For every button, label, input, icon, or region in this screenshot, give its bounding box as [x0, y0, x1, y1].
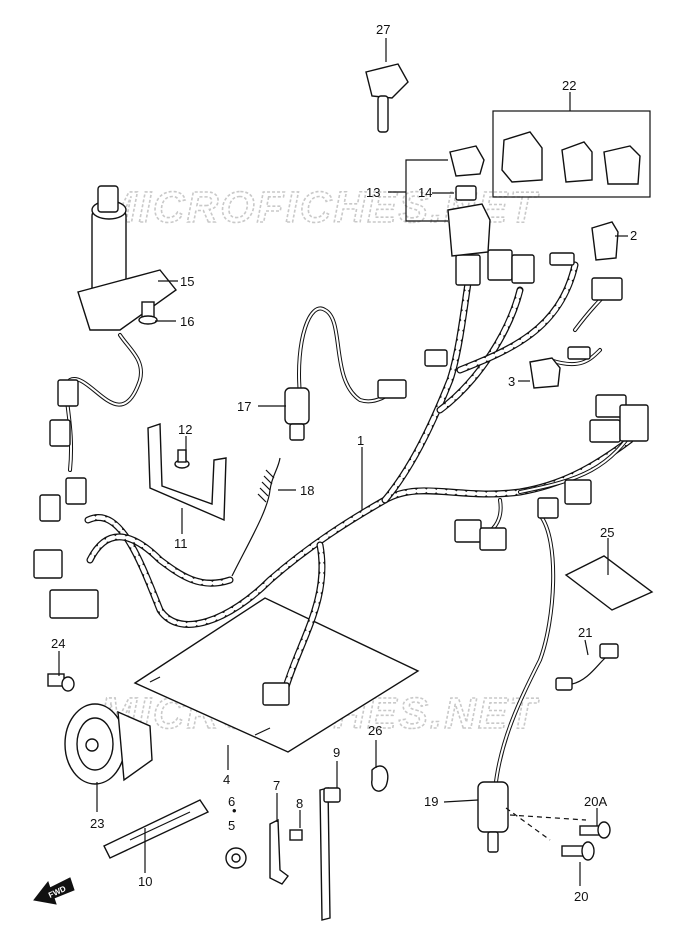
- callout-10: 10: [138, 874, 152, 889]
- callout-26: 26: [368, 723, 382, 738]
- part-19-sensor: [477, 781, 587, 853]
- callout-20: 20: [574, 889, 588, 904]
- leader-lines: [58, 38, 628, 886]
- fwd-label: FWD: [47, 884, 68, 900]
- callout-separator-dot: •: [232, 803, 237, 818]
- callout-24: 24: [51, 636, 65, 651]
- part-26-clip: [371, 765, 389, 792]
- callout-5: 5: [228, 818, 235, 833]
- part-25-plate: [564, 555, 654, 611]
- callout-7: 7: [273, 778, 280, 793]
- callout-23: 23: [90, 816, 104, 831]
- fwd-arrow-icon: FWD: [33, 877, 75, 905]
- part-9-cable-tie: [319, 787, 341, 921]
- part-16-bolt: [138, 301, 158, 325]
- part-10-strap: [103, 799, 210, 859]
- callout-19: 19: [424, 794, 438, 809]
- callout-17: 17: [237, 399, 251, 414]
- callouts: 27 22 13 14 2 3 15 16 17 18 1 12 11 4 25…: [51, 22, 637, 904]
- part-18-spring: [231, 457, 281, 577]
- part-20-bolt: [561, 841, 595, 861]
- callout-15: 15: [180, 274, 194, 289]
- callout-8: 8: [296, 796, 303, 811]
- part-13-fuse-holder: [405, 145, 491, 257]
- callout-16: 16: [180, 314, 194, 329]
- callout-12: 12: [178, 422, 192, 437]
- part-5-clip: [225, 847, 247, 869]
- part-24-bolt: [47, 673, 75, 692]
- harness-connectors: [33, 249, 649, 706]
- part-4-sheet: [133, 597, 420, 753]
- callout-27: 27: [376, 22, 390, 37]
- callout-21: 21: [578, 625, 592, 640]
- part-22-fuse-boxes: [492, 110, 651, 198]
- part-15-ignition-switch: [77, 185, 178, 331]
- part-17-switch: [284, 387, 310, 441]
- part-11-bracket: [147, 423, 227, 522]
- callout-6: 6: [228, 794, 235, 809]
- callout-3: 3: [508, 374, 515, 389]
- callout-20a: 20A: [584, 794, 607, 809]
- callout-25: 25: [600, 525, 614, 540]
- callout-22: 22: [562, 78, 576, 93]
- part-20a-bolt: [579, 821, 611, 839]
- part-27-key: [365, 63, 409, 133]
- callout-2: 2: [630, 228, 637, 243]
- part-2-cap: [591, 221, 619, 261]
- callout-13: 13: [366, 185, 380, 200]
- callout-14: 14: [418, 185, 432, 200]
- part-7-clamp: [269, 818, 289, 885]
- callout-1: 1: [357, 433, 364, 448]
- callout-18: 18: [300, 483, 314, 498]
- part-3-cap: [529, 357, 561, 389]
- callout-9: 9: [333, 745, 340, 760]
- part-12-bolt: [174, 449, 190, 469]
- part-23-horn: [64, 703, 153, 785]
- part-8-bolt: [289, 829, 303, 841]
- callout-4: 4: [223, 772, 230, 787]
- part-21-lead: [555, 643, 619, 691]
- callout-11: 11: [174, 536, 188, 551]
